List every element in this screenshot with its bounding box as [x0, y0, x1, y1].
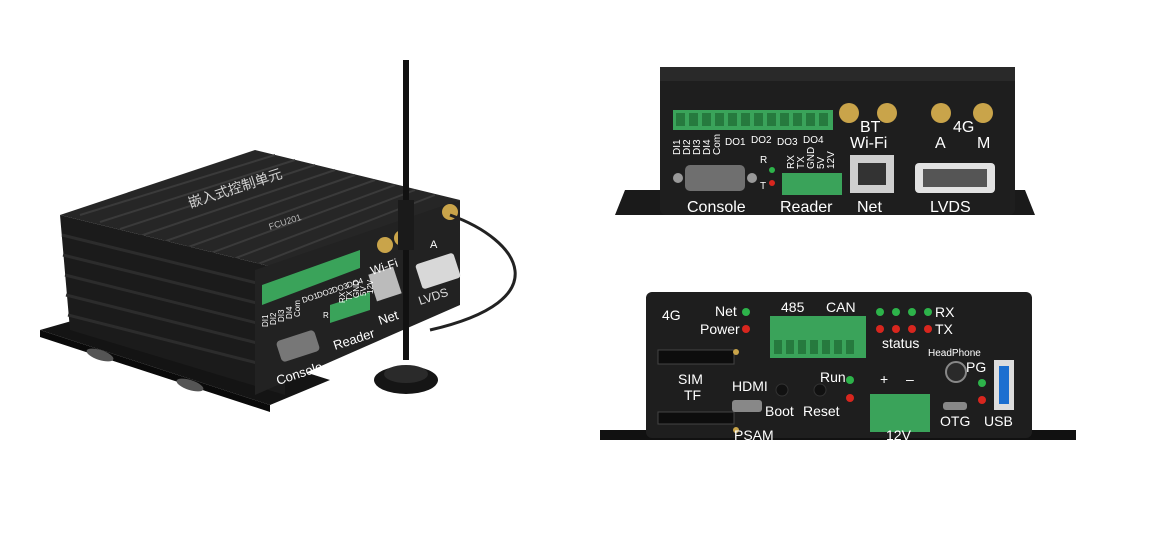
- left-di1-label: DI1: [261, 314, 270, 327]
- left-r-label: R: [323, 311, 329, 320]
- rear-pg-label: PG: [966, 359, 986, 375]
- front-12v-label: 12V: [826, 151, 837, 169]
- front-panel-photo: DI1 DI2 DI3 DI4 Com DO1 DO2 DO3 DO4 RX T…: [615, 67, 1035, 216]
- rear-tf-label: TF: [684, 387, 701, 403]
- headphone-jack: [945, 361, 967, 383]
- sim-slot: [657, 349, 735, 365]
- antenna: [374, 60, 438, 394]
- rear-status-label: status: [882, 335, 919, 351]
- rear-psam-label: PSAM: [734, 427, 774, 442]
- otg-port: [943, 402, 967, 410]
- left-net-label: Net: [376, 307, 400, 328]
- rear-reset-label: Reset: [803, 403, 840, 419]
- rear-net-label: Net: [715, 303, 737, 319]
- rear-12v-label: 12V: [886, 427, 912, 442]
- left-gnd-label: GND: [352, 280, 361, 298]
- rear-run-label: Run: [820, 369, 846, 385]
- front-console-label: Console: [687, 199, 746, 216]
- rear-hdmi-label: HDMI: [732, 378, 768, 394]
- left-di2-label: DI2: [269, 312, 278, 325]
- front-a-label: A: [935, 135, 946, 152]
- front-t-led: [769, 180, 775, 186]
- front-do1-label: DO1: [725, 137, 746, 148]
- front-do4-label: DO4: [803, 135, 824, 146]
- front-m-label: M: [977, 135, 990, 152]
- left-12v-label: 12V: [366, 279, 375, 294]
- rear-usb-label: USB: [984, 413, 1013, 429]
- reset-button: [813, 383, 827, 397]
- front-console-port: [685, 165, 745, 191]
- left-console-port: [276, 330, 320, 362]
- left-lvds-port: [415, 253, 461, 289]
- front-net-label: Net: [857, 199, 882, 216]
- front-di1-label: DI1: [672, 139, 683, 155]
- front-reader-label: Reader: [780, 199, 833, 216]
- front-di2-label: DI2: [682, 139, 693, 155]
- front-com-label: Com: [712, 134, 723, 155]
- left-rx-label: RX: [338, 291, 347, 303]
- front-di4-label: DI4: [702, 139, 713, 155]
- front-di3-label: DI3: [692, 139, 703, 155]
- front-do2-label: DO2: [751, 135, 772, 146]
- front-5v-label: 5V: [816, 156, 827, 169]
- rear-power-label: Power: [700, 321, 740, 337]
- front-do3-label: DO3: [777, 137, 798, 148]
- rear-boot-label: Boot: [765, 403, 794, 419]
- rear-rx-label: RX: [935, 304, 955, 320]
- front-r-led: [769, 167, 775, 173]
- front-t-label: T: [760, 181, 766, 192]
- rear-minus-label: –: [906, 371, 914, 387]
- rear-headphone-label: HeadPhone: [928, 348, 981, 359]
- front-antenna-connectors: [839, 103, 993, 123]
- front-r-label: R: [760, 155, 767, 166]
- front-tx-label: TX: [796, 156, 807, 169]
- front-bt-label: BT: [860, 119, 881, 136]
- front-wifi-label: Wi-Fi: [850, 135, 887, 152]
- front-lvds-label: LVDS: [930, 199, 971, 216]
- boot-button: [775, 383, 789, 397]
- rear-panel-photo: 4G Net Power SIM TF PSAM 485 CAN HDMI Bo…: [600, 292, 1076, 442]
- front-reader-terminal: [782, 173, 842, 195]
- left-com-label: Com: [293, 300, 302, 317]
- rear-485-label: 485: [781, 299, 805, 315]
- front-4g-label: 4G: [953, 119, 974, 136]
- left-di3-label: DI3: [277, 309, 286, 322]
- front-gnd-label: GND: [806, 147, 817, 169]
- left-terminal-block: [262, 250, 370, 323]
- left-5v-label: 5V: [359, 286, 368, 296]
- left-device-photo: 嵌入式控制单元 FCU201 DI1 DI2 DI3 DI4 Com DO1 D…: [40, 60, 517, 412]
- front-rx-label: RX: [786, 155, 797, 169]
- rear-4g-label: 4G: [662, 307, 681, 323]
- hdmi-port: [732, 400, 762, 412]
- rear-can-label: CAN: [826, 299, 856, 315]
- rear-plus-label: +: [880, 371, 888, 387]
- left-di4-label: DI4: [285, 306, 294, 319]
- rear-sim-label: SIM: [678, 371, 703, 387]
- device-side: [60, 215, 285, 395]
- power-terminal: [870, 394, 930, 432]
- left-a-label: A: [430, 239, 438, 251]
- rear-tx-label: TX: [935, 321, 954, 337]
- left-tx-label: TX: [345, 290, 354, 301]
- left-net-port: [368, 266, 402, 302]
- rear-otg-label: OTG: [940, 413, 970, 429]
- tf-slot: [657, 411, 735, 425]
